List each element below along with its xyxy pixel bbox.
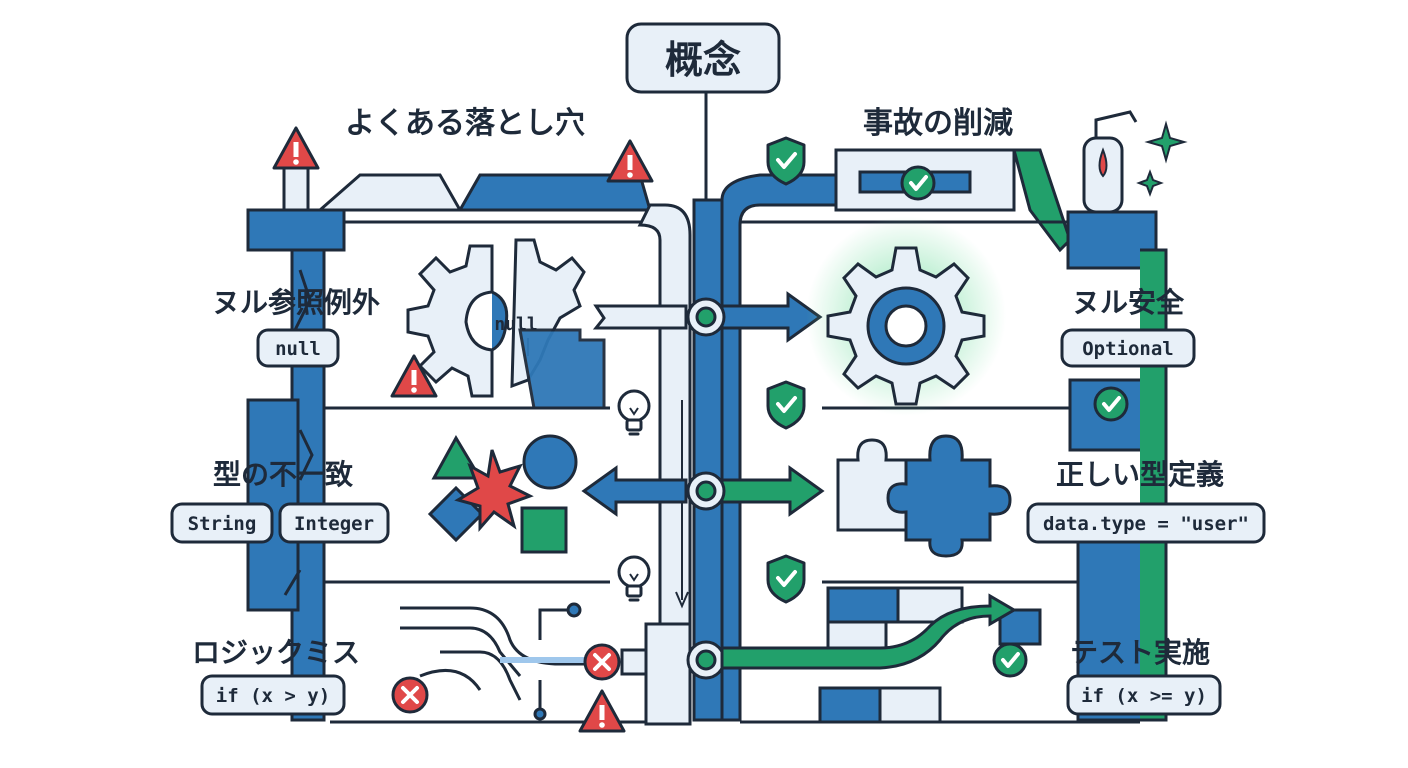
solution-row-1: ヌル安全 Optional — [1060, 286, 1196, 368]
code-label: data.type = "user" — [1043, 513, 1249, 535]
check-circle-icon — [900, 165, 936, 201]
test-blocks-icon — [818, 586, 1042, 724]
shield-check-icon — [766, 136, 806, 186]
row2-connector — [581, 465, 825, 517]
x-circle-icon — [583, 643, 621, 681]
check-circle-icon — [992, 642, 1028, 678]
pitfall-label: ロジックミス — [192, 636, 360, 669]
lightbulb-icon — [617, 555, 651, 602]
warning-icon — [606, 139, 654, 183]
row1-connector — [592, 291, 823, 343]
solution-row-2: 正しい型定義 data.type = "user" — [1026, 458, 1266, 544]
diagram-title: 概念 — [665, 38, 741, 82]
solution-label: テスト実施 — [1070, 636, 1210, 669]
shield-check-icon — [766, 380, 806, 430]
sparkle-icon — [1136, 120, 1188, 197]
puzzle-icon — [836, 434, 1012, 558]
pitfall-label: ヌル参照例外 — [212, 286, 380, 319]
pitfall-label: 型の不一致 — [213, 458, 354, 491]
solution-label: ヌル安全 — [1072, 286, 1185, 319]
code-label: Optional — [1082, 338, 1174, 360]
tangled-logic-icon — [400, 602, 590, 721]
gear-icon — [826, 246, 986, 406]
code-label: Integer — [294, 513, 374, 535]
shield-check-icon — [766, 554, 806, 604]
code-label: if (x >= y) — [1081, 685, 1207, 707]
pitfall-row-3: ロジックミス if (x > y) — [192, 636, 360, 716]
success-path — [720, 593, 1017, 670]
title-box: 概念 — [625, 22, 781, 94]
accident-reduction-header: 事故の削減 — [863, 106, 1013, 141]
right-frame — [740, 148, 1168, 724]
pitfalls-header: よくある落とし穴 — [345, 106, 585, 141]
code-label: String — [188, 513, 257, 535]
shape-clash-icon — [427, 434, 578, 554]
lightbulb-icon — [617, 389, 651, 436]
x-circle-icon — [391, 676, 429, 714]
warning-icon — [578, 689, 626, 733]
check-circle-icon — [1093, 386, 1129, 422]
code-label: if (x > y) — [216, 685, 330, 707]
fire-extinguisher-icon — [1082, 110, 1138, 214]
pitfall-row-1: ヌル参照例外 null — [212, 286, 380, 368]
pitfall-row-2: 型の不一致 String Integer — [170, 458, 390, 544]
code-label: null — [275, 338, 321, 360]
solution-label: 正しい型定義 — [1056, 458, 1224, 491]
solution-row-3: テスト実施 if (x >= y) — [1066, 636, 1222, 716]
warning-icon — [272, 126, 320, 170]
